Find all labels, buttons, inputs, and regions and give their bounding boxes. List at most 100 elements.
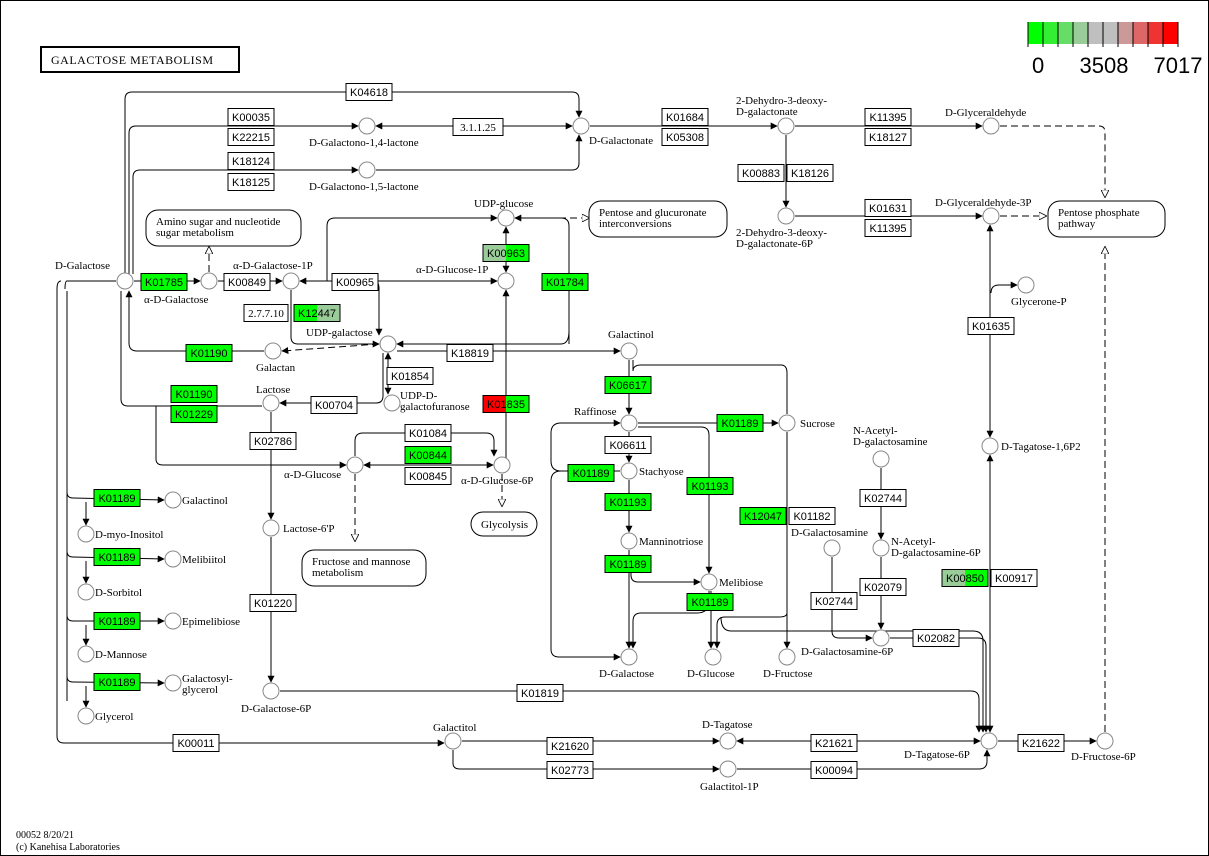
ortholog-k01835[interactable]: K01835 (482, 395, 530, 413)
ortholog-k00704[interactable]: K00704 (310, 396, 358, 414)
compound-d-tagatose-1-6p2[interactable]: D-Tagatose-1,6P2 (981, 437, 1081, 455)
ortholog-k01189[interactable]: K01189 (93, 612, 141, 630)
compound-node[interactable] (164, 550, 182, 568)
compound-node[interactable] (497, 272, 515, 290)
ortholog-box[interactable] (293, 304, 341, 322)
ortholog-box[interactable] (243, 304, 289, 322)
compound-node[interactable] (620, 414, 638, 432)
ortholog-box[interactable] (859, 578, 907, 596)
ortholog-box[interactable] (661, 128, 709, 146)
compound-node[interactable] (778, 648, 796, 666)
compound-node[interactable] (116, 272, 134, 290)
compound-node[interactable] (982, 117, 1000, 135)
compound-node[interactable] (358, 161, 376, 179)
ortholog-k21621[interactable]: K21621 (810, 734, 858, 752)
ortholog-box[interactable] (482, 244, 530, 262)
compound-node[interactable] (704, 648, 722, 666)
compound-lactose-6p[interactable]: Lactose-6'P (262, 519, 334, 537)
ortholog-k11395[interactable]: K11395 (864, 108, 912, 126)
ortholog-box[interactable] (604, 493, 652, 511)
compound-d-glyceraldehyde[interactable]: D-Glyceraldehyde (945, 107, 1026, 135)
compound-alpha-d-galactose-1p[interactable]: α-D-Galactose-1P (233, 260, 313, 290)
ortholog-k01819[interactable]: K01819 (516, 684, 564, 702)
compound-2-dehydro-3-deoxy-d-galactonate[interactable]: 2-Dehydro-3-deoxy-D-galactonate (736, 95, 827, 135)
ortholog-k22215[interactable]: K22215 (227, 128, 275, 146)
ortholog-k00963[interactable]: K00963 (482, 244, 530, 262)
compound-node[interactable] (872, 539, 890, 557)
compound-node[interactable] (200, 272, 218, 290)
map-box[interactable] (301, 549, 427, 587)
ortholog-k01189[interactable]: K01189 (686, 593, 734, 611)
ortholog-box[interactable] (140, 273, 188, 291)
ortholog-k00844[interactable]: K00844 (404, 446, 452, 464)
compound-2-dehydro-3-deoxy-d-galactonate-6p[interactable]: 2-Dehydro-3-deoxy-D-galactonate-6P (736, 207, 827, 250)
compound-node[interactable] (77, 645, 95, 663)
map-box[interactable] (470, 511, 538, 537)
ortholog-box[interactable] (967, 317, 1015, 335)
ortholog-k01193[interactable]: K01193 (686, 477, 734, 495)
compound-node[interactable] (444, 732, 462, 750)
ortholog-k01635[interactable]: K01635 (967, 317, 1015, 335)
compound-alpha-d-glucose-6p[interactable]: α-D-Glucose-6P (461, 456, 533, 487)
ortholog-k01190[interactable]: K01190 (185, 344, 233, 362)
ortholog-box[interactable] (227, 108, 275, 126)
compound-galactitol[interactable]: Galactitol (433, 722, 476, 750)
compound-node[interactable] (77, 525, 95, 543)
ortholog-box[interactable] (249, 432, 297, 450)
ortholog-k01189[interactable]: K01189 (604, 555, 652, 573)
compound-d-galactosamine[interactable]: D-Galactosamine (791, 527, 868, 557)
compound-galactinol-top[interactable]: Galactinol (608, 329, 654, 360)
compound-node[interactable] (164, 491, 182, 509)
ortholog-box[interactable] (604, 555, 652, 573)
ortholog-k00917[interactable]: K00917 (990, 569, 1038, 587)
compound-node[interactable] (719, 732, 737, 750)
compound-node[interactable] (823, 539, 841, 557)
ortholog-box[interactable] (864, 108, 912, 126)
ortholog-k00845[interactable]: K00845 (404, 467, 452, 485)
ortholog-k01189[interactable]: K01189 (93, 673, 141, 691)
ortholog-k00850[interactable]: K00850 (941, 569, 989, 587)
compound-galactitol-1p[interactable]: Galactitol-1P (700, 760, 759, 793)
ortholog-k01854[interactable]: K01854 (386, 367, 434, 385)
compound-node[interactable] (778, 414, 796, 432)
ortholog-box[interactable] (227, 173, 275, 191)
ortholog-box[interactable] (859, 489, 907, 507)
ortholog-k12047[interactable]: K12047 (739, 507, 787, 525)
ortholog-box[interactable] (810, 592, 858, 610)
ortholog-box[interactable] (810, 734, 858, 752)
ortholog-box[interactable] (404, 467, 452, 485)
ortholog-box[interactable] (686, 593, 734, 611)
ortholog-box[interactable] (737, 164, 785, 182)
ortholog-k02082[interactable]: K02082 (912, 629, 960, 647)
ortholog-k18127[interactable]: K18127 (864, 128, 912, 146)
ortholog-k02744[interactable]: K02744 (859, 489, 907, 507)
ortholog-k01784[interactable]: K01784 (541, 273, 589, 291)
compound-glycerol[interactable]: Glycerol (77, 707, 133, 725)
compound-node[interactable] (262, 682, 280, 700)
ortholog-box[interactable] (93, 673, 141, 691)
compound-node[interactable] (981, 437, 999, 455)
ortholog-box[interactable] (331, 273, 379, 291)
compound-alpha-d-galactose[interactable]: α-D-Galactose (144, 272, 218, 306)
ortholog-box[interactable] (567, 464, 615, 482)
ortholog-k00035[interactable]: K00035 (227, 108, 275, 126)
compound-node[interactable] (77, 583, 95, 601)
ortholog-k18124[interactable]: K18124 (227, 152, 275, 170)
ortholog-box[interactable] (739, 507, 787, 525)
ortholog-k01631[interactable]: K01631 (864, 199, 912, 217)
ortholog-k04618[interactable]: K04618 (345, 83, 393, 101)
compound-sucrose[interactable]: Sucrose (778, 414, 835, 432)
compound-galactinol-left[interactable]: Galactinol (164, 491, 228, 509)
map-box[interactable] (588, 200, 728, 238)
ortholog-box[interactable] (170, 385, 218, 403)
ortholog-k01189[interactable]: K01189 (93, 548, 141, 566)
ortholog-box[interactable] (93, 612, 141, 630)
ortholog-box[interactable] (172, 734, 220, 752)
ortholog-box[interactable] (810, 761, 858, 779)
ortholog-3.1.1.25[interactable]: 3.1.1.25 (452, 118, 504, 136)
ortholog-box[interactable] (93, 548, 141, 566)
compound-node[interactable] (264, 342, 282, 360)
ortholog-k01785[interactable]: K01785 (140, 273, 188, 291)
ortholog-box[interactable] (310, 396, 358, 414)
ortholog-k01229[interactable]: K01229 (170, 405, 218, 423)
